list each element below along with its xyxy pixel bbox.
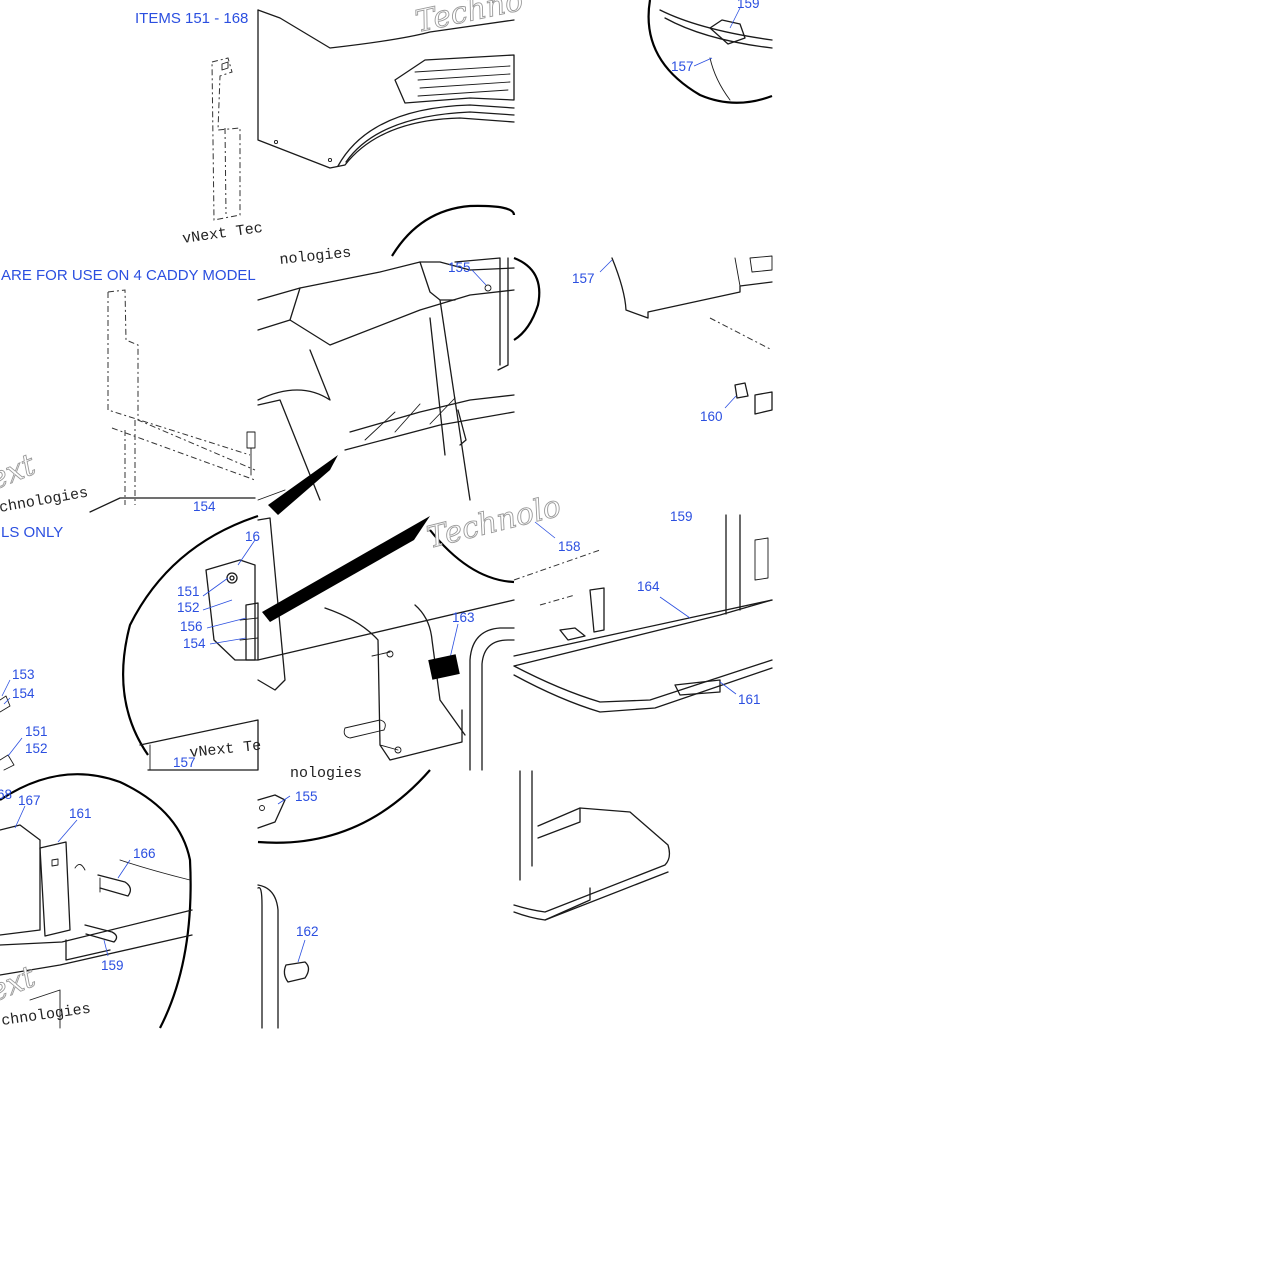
dashed-support-post-top	[211, 57, 241, 221]
label-154-b: 154	[12, 686, 35, 701]
label-157-top: 157	[671, 59, 694, 74]
label-155-b: 155	[295, 789, 318, 804]
watermark-techno-b: Technolo	[423, 489, 564, 556]
label-161-a: 161	[738, 692, 761, 707]
label-152-b: 152	[25, 741, 48, 756]
detail-callout-top-right	[647, 0, 773, 104]
seat-back-frame-row2	[599, 255, 773, 415]
rear-seat-deck	[513, 514, 773, 713]
label-164: 164	[637, 579, 660, 594]
label-168-frag: 68	[0, 787, 12, 802]
label-153: 153	[12, 667, 35, 682]
detail-callout-hinge	[122, 514, 515, 844]
detail-callout-upper-mid	[391, 204, 541, 371]
note-models-only: LS ONLY	[1, 524, 63, 541]
label-16-frag: 16	[245, 529, 260, 544]
detail-callout-bumper	[0, 773, 193, 1029]
label-156: 156	[180, 619, 203, 634]
label-155-a: 155	[448, 260, 471, 275]
rocker-panel	[257, 599, 515, 771]
label-157-c: 157	[173, 755, 196, 770]
watermark-vnext-a: vNext Tec	[181, 220, 264, 248]
label-154-c: 154	[183, 636, 206, 651]
rear-body-panel	[257, 261, 515, 501]
bracket-hardware-left	[0, 679, 23, 771]
dashed-frame-row2	[89, 289, 256, 513]
watermark-ext-b: ext	[0, 959, 41, 1009]
label-154-a: 154	[193, 499, 216, 514]
label-159-frag-b: 159	[670, 509, 693, 524]
label-pad-163	[428, 654, 460, 680]
note-caddy-model: ARE FOR USE ON 4 CADDY MODEL	[1, 267, 256, 284]
watermark-nologies-a: nologies	[279, 245, 352, 269]
side-fender-panel	[257, 9, 515, 169]
label-159-top: 159	[737, 0, 760, 11]
watermark-chnologies-b: chnologies	[0, 1001, 92, 1030]
label-157-b: 157	[572, 271, 595, 286]
watermark-vnext-b: vNext Te	[189, 738, 262, 762]
grab-handle-and-cap	[257, 794, 310, 1029]
label-152-a: 152	[177, 600, 200, 615]
footrest-platform	[513, 770, 671, 921]
label-158: 158	[558, 539, 581, 554]
watermark-nologies-b: nologies	[290, 765, 362, 782]
label-161-b: 161	[69, 806, 92, 821]
label-159-b: 159	[101, 958, 124, 973]
callout-pointer-wedge-b	[262, 516, 430, 622]
label-167: 167	[18, 793, 41, 808]
watermark-techno-a: Techno	[412, 0, 526, 40]
label-163: 163	[452, 610, 475, 625]
label-166: 166	[133, 846, 156, 861]
watermark-ext: ext	[0, 447, 41, 497]
label-162: 162	[296, 924, 319, 939]
callout-pointer-wedge-a	[268, 455, 338, 515]
label-151-a: 151	[177, 584, 200, 599]
items-range-header: ITEMS 151 - 168	[135, 10, 248, 27]
label-160: 160	[700, 409, 723, 424]
label-151-b: 151	[25, 724, 48, 739]
